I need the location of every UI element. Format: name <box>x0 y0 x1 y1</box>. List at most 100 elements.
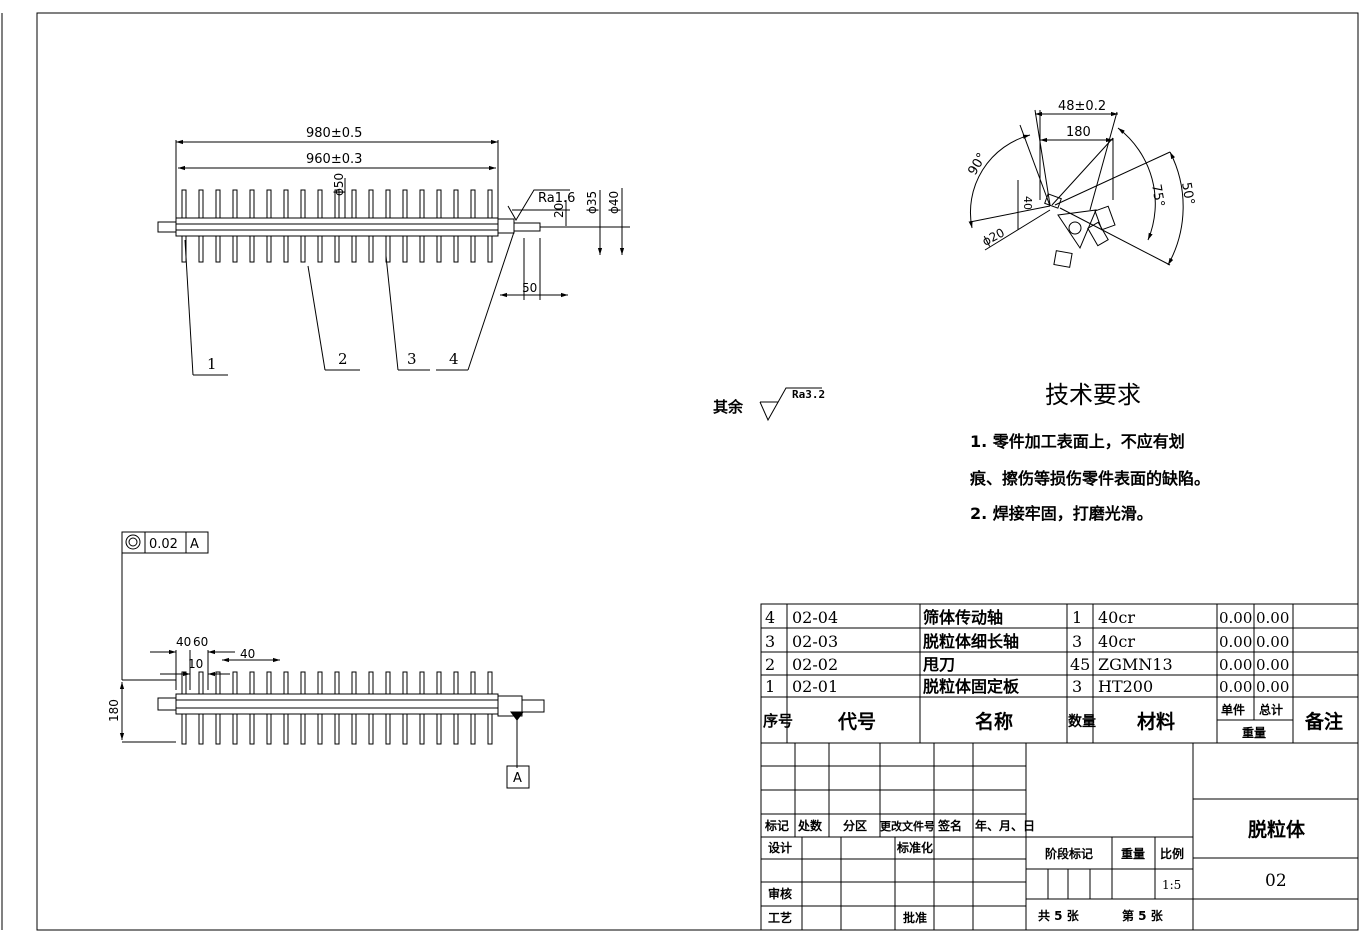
table-row: 4 02-04 筛体传动轴 1 40cr 0.00 0.00 <box>765 608 1289 627</box>
dim-180-front: 180 <box>107 699 121 722</box>
scale-value: 1:5 <box>1162 878 1181 892</box>
fin-blade <box>249 189 255 219</box>
part-unit-weight: 0.00 <box>1219 656 1252 674</box>
fin-blade <box>283 235 289 263</box>
fin-blade <box>283 189 289 219</box>
fin-blade <box>453 671 459 695</box>
fin-blade <box>249 235 255 263</box>
fin-blade <box>300 671 306 695</box>
parts-list <box>760 603 1359 744</box>
fin-blade <box>334 235 340 263</box>
part-qty: 3 <box>1072 632 1082 651</box>
part-no: 4 <box>765 608 775 627</box>
fin-blade <box>283 713 289 745</box>
fin-blade <box>215 189 221 219</box>
fin-blade <box>368 671 374 695</box>
label-standard: 标准化 <box>896 840 933 855</box>
title-block-labels: 标记 处数 分区 更改文件号 签名 年、月、日 设计 标准化 审核 工艺 批准 … <box>764 818 1306 925</box>
fin-blade <box>385 189 391 219</box>
fin-blade <box>181 713 187 745</box>
fin-blade <box>470 235 476 263</box>
front-view <box>119 553 545 768</box>
datum-label: A <box>513 771 522 786</box>
sheet-count: 共 5 张 <box>1038 908 1080 923</box>
dim-diameter-40: ϕ40 <box>607 191 621 214</box>
roughness-note: 其余 Ra3.2 <box>713 387 825 422</box>
fin-blade <box>198 713 204 745</box>
fin-blade <box>436 235 442 263</box>
header-weight: 重量 <box>1242 725 1266 740</box>
angle-75: 75° <box>1148 183 1167 208</box>
fin-blade <box>317 235 323 263</box>
drawing-name: 脱粒体 <box>1248 818 1306 841</box>
header-total: 总计 <box>1259 702 1283 717</box>
dim-20: 20 <box>552 203 566 218</box>
tolerance-frame: 0.02 A <box>121 531 209 554</box>
part-name: 脱粒体细长轴 <box>923 632 1019 651</box>
fin-blade <box>334 671 340 695</box>
table-row: 3 02-03 脱粒体细长轴 3 40cr 0.00 0.00 <box>765 632 1289 651</box>
concentricity-icon <box>125 534 141 550</box>
fin-blade <box>436 713 442 745</box>
header-remark: 备注 <box>1304 710 1343 733</box>
table-row: 1 02-01 脱粒体固定板 3 HT200 0.00 0.00 <box>765 677 1289 696</box>
fin-blade <box>232 189 238 219</box>
table-row: 2 02-02 甩刀 45 ZGMN13 0.00 0.00 <box>765 655 1289 674</box>
fin-blade <box>487 671 493 695</box>
label-review: 审核 <box>768 886 792 901</box>
dim-40-b: 40 <box>240 647 255 661</box>
front-view-labels: 40 60 10 40 180 <box>107 635 255 722</box>
part-qty: 1 <box>1072 608 1082 627</box>
header-unit: 单件 <box>1221 702 1245 717</box>
fin-blade <box>266 235 272 263</box>
fin-blade <box>487 713 493 745</box>
fin-blade <box>419 235 425 263</box>
part-code: 02-03 <box>792 632 838 651</box>
dim-40-end: 40 <box>1021 196 1034 210</box>
datum-box: A <box>506 765 530 789</box>
label-process: 工艺 <box>768 910 792 925</box>
dim-inner-length: 960±0.3 <box>306 152 362 167</box>
sheet-border <box>1 12 1359 931</box>
callout-4: 4 <box>449 350 459 368</box>
fin-blade <box>215 671 221 695</box>
sheet-number: 第 5 张 <box>1122 908 1164 923</box>
fin-blade <box>419 671 425 695</box>
fin-blade <box>453 189 459 219</box>
dim-diameter-50: ϕ50 <box>332 173 346 196</box>
fin-blade <box>419 189 425 219</box>
fin-blade <box>453 713 459 745</box>
dim-48: 48±0.2 <box>1058 99 1106 114</box>
dim-180-end: 180 <box>1066 125 1091 140</box>
fin-blade <box>470 189 476 219</box>
callout-1: 1 <box>207 355 217 373</box>
parts-header: 序号 代号 名称 数量 材料 单件 总计 重量 备注 <box>763 702 1343 740</box>
label-scale: 比例 <box>1160 846 1184 861</box>
fin-blade <box>317 671 323 695</box>
part-no: 2 <box>765 655 775 674</box>
fin-blade <box>351 671 357 695</box>
fin-blade <box>334 713 340 745</box>
fin-blade <box>470 713 476 745</box>
fin-blade <box>402 671 408 695</box>
part-name: 甩刀 <box>922 655 955 674</box>
dim-diameter-35: ϕ35 <box>585 191 599 214</box>
top-view <box>157 139 630 376</box>
callout-2: 2 <box>338 350 348 368</box>
dim-overall-length: 980±0.5 <box>306 126 362 141</box>
dim-50-bottom: 50 <box>522 281 537 295</box>
tolerance-value: 0.02 <box>149 537 178 552</box>
part-total-weight: 0.00 <box>1256 633 1289 651</box>
part-code: 02-04 <box>792 608 838 627</box>
header-no: 序号 <box>763 712 793 730</box>
part-material: HT200 <box>1098 677 1153 696</box>
tolerance-datum: A <box>190 537 199 552</box>
tech-req-line-1: 1. 零件加工表面上，不应有划 <box>970 432 1185 451</box>
header-name: 名称 <box>975 710 1013 733</box>
part-qty: 3 <box>1072 677 1082 696</box>
header-code: 代号 <box>837 711 876 733</box>
part-name: 筛体传动轴 <box>923 608 1003 627</box>
rev-header-mark: 标记 <box>764 818 789 833</box>
fin-blade <box>300 713 306 745</box>
fin-blade <box>487 235 493 263</box>
